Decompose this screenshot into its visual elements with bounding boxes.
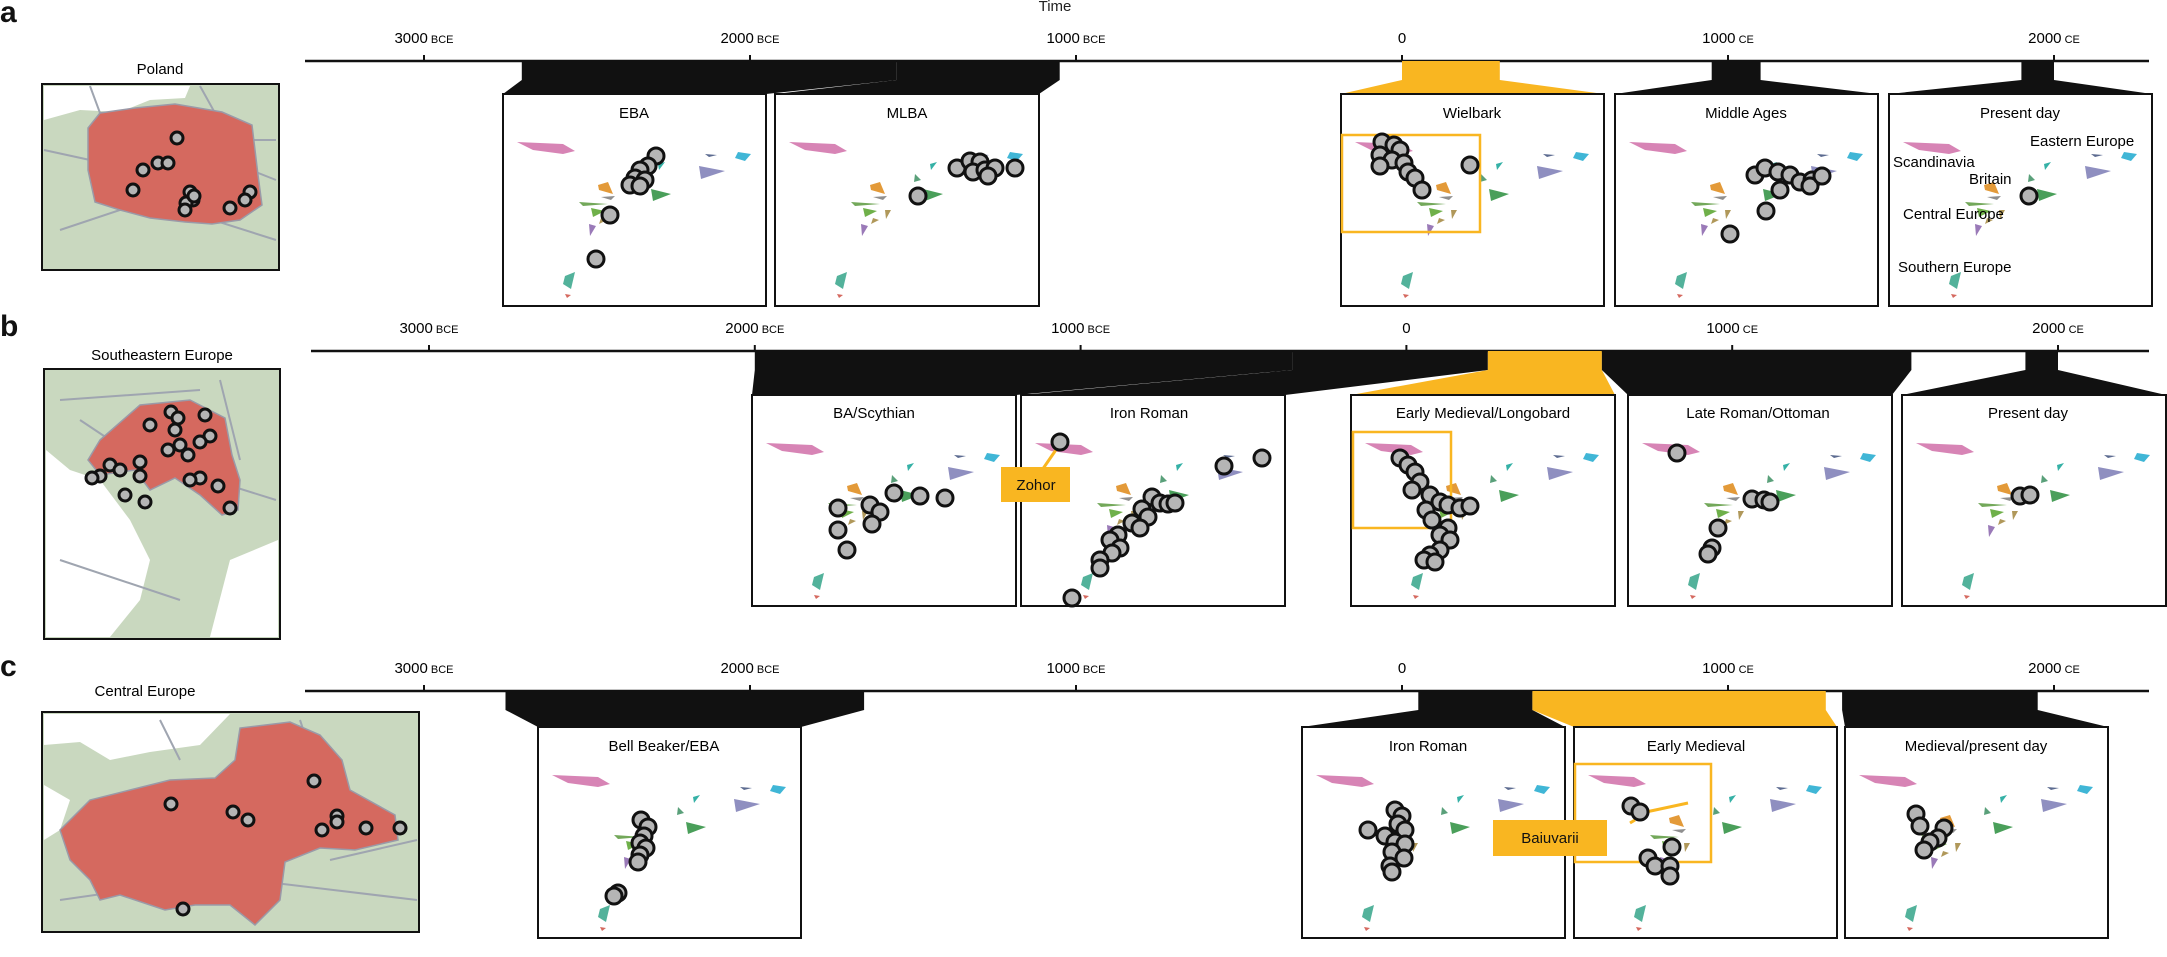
period-wedge — [1615, 61, 1878, 94]
period-label-wielbark: Wielbark — [1443, 105, 1502, 122]
region-map-c — [41, 711, 420, 933]
axis-tick-label: 2000 CE — [2032, 320, 2084, 337]
axis-tick-label: 1000 BCE — [1046, 660, 1105, 677]
period-label-iron-roman-c: Iron Roman — [1389, 738, 1467, 755]
legend-southern-europe: Southern Europe — [1898, 259, 2011, 276]
panel-a: a Poland 3000 BCE 2000 BCE 1000 BCE 0 1000 C… — [0, 0, 2153, 307]
period-wedge — [503, 61, 897, 94]
legend-scandinavia: Scandinavia — [1893, 154, 1975, 171]
callout-baiuvarii: Baiuvarii — [1521, 830, 1579, 847]
period-wedges-a — [503, 61, 2152, 94]
period-box-medieval-present-day: Medieval/present day — [1844, 726, 2109, 939]
axis-tick-label: 2000 BCE — [720, 660, 779, 677]
period-box-iron-roman-c: Iron Roman — [1301, 726, 1566, 939]
period-label-early-medieval-c: Early Medieval — [1647, 738, 1745, 755]
axis-tick-label: 3000 BCE — [399, 320, 458, 337]
period-wedge — [1021, 351, 1488, 395]
period-wedge — [775, 61, 1060, 94]
timeline-axis-a: 3000 BCE 2000 BCE 1000 BCE 0 1000 CE 2000 CE — [305, 30, 2149, 63]
period-label-present-day-a: Present day — [1980, 105, 2061, 122]
region-title-c: Central Europe — [95, 683, 196, 700]
callout-box-zohor — [1001, 467, 1070, 502]
timeline-axis-c: 3000 BCE 2000 BCE 1000 BCE 0 1000 CE 2000 CE — [305, 660, 2149, 693]
period-label-ba-scythian: BA/Scythian — [833, 405, 915, 422]
timeline-axis-b: 3000 BCE 2000 BCE 1000 BCE 0 1000 CE 2000 CE — [311, 320, 2149, 353]
period-label-early-medieval-longobard: Early Medieval/Longobard — [1396, 405, 1570, 422]
highlight-box-wielbark — [1340, 133, 1482, 234]
period-box-ba-scythian: BA/Scythian — [751, 394, 1017, 607]
axis-tick-label: 1000 BCE — [1046, 30, 1105, 47]
panel-letter-a: a — [0, 0, 17, 29]
region-title-a: Poland — [137, 61, 184, 78]
period-wedge — [1601, 351, 1912, 395]
period-box-present-day-a: Present day Eastern Europe Scandinavia B… — [1888, 93, 2153, 307]
axis-tick-label: 1000 CE — [1702, 30, 1754, 47]
axis-tick-label: 1000 CE — [1706, 320, 1758, 337]
axis-tick-label: 2000 CE — [2028, 660, 2080, 677]
period-label-medieval-present-day: Medieval/present day — [1905, 738, 2048, 755]
axis-tick-label: 3000 BCE — [394, 30, 453, 47]
period-wedge — [505, 691, 865, 727]
legend-britain: Britain — [1969, 171, 2012, 188]
period-box-bell-beaker-eba: Bell Beaker/EBA — [537, 726, 802, 939]
period-box-eba: EBA — [502, 93, 767, 307]
period-label-middle-ages: Middle Ages — [1705, 105, 1787, 122]
axis-tick-label: 0 — [1398, 660, 1406, 677]
period-wedge — [1842, 691, 2108, 727]
axis-tick-label: 3000 BCE — [394, 660, 453, 677]
period-box-early-medieval-longobard: Early Medieval/Longobard — [1350, 394, 1616, 607]
region-map-a — [41, 83, 280, 271]
period-label-present-day-b: Present day — [1988, 405, 2069, 422]
legend-eastern-europe: Eastern Europe — [2030, 133, 2134, 150]
callout-box-baiuvarii — [1493, 820, 1607, 856]
period-label-iron-roman-b: Iron Roman — [1110, 405, 1188, 422]
period-wedge — [1302, 691, 1565, 727]
axis-tick-label: 0 — [1398, 30, 1406, 47]
axis-tick-label: 2000 BCE — [720, 30, 779, 47]
period-box-late-roman-ottoman: Late Roman/Ottoman — [1627, 394, 1893, 607]
panel-letter-c: c — [0, 650, 17, 683]
axis-title: Time — [1039, 0, 1072, 15]
panel-letter-b: b — [0, 310, 18, 343]
axis-tick-label: 2000 BCE — [725, 320, 784, 337]
period-label-eba: EBA — [619, 105, 649, 122]
region-title-b: Southeastern Europe — [91, 347, 233, 364]
panel-b: b Southeastern Europe 3000 BCE 2000 BCE 10… — [0, 310, 2167, 640]
panel-c: c Central Europe 3000 BCE 2000 BCE 1000 BC… — [0, 650, 2149, 939]
period-box-wielbark: Wielbark — [1340, 93, 1605, 307]
period-wedge — [1902, 351, 2166, 395]
period-box-iron-roman-b: Iron Roman Zohor — [1001, 394, 1286, 608]
period-wedge — [1341, 61, 1604, 94]
period-wedge — [1351, 351, 1615, 395]
period-wedge — [752, 351, 1293, 395]
region-map-b — [43, 368, 281, 640]
period-wedges-c — [505, 691, 2108, 727]
highlight-box-longobard — [1351, 430, 1453, 530]
period-label-late-roman-ottoman: Late Roman/Ottoman — [1686, 405, 1829, 422]
axis-tick-label: 1000 CE — [1702, 660, 1754, 677]
period-label-bell-beaker-eba: Bell Beaker/EBA — [609, 738, 720, 755]
period-label-mlba: MLBA — [887, 105, 928, 122]
legend-central-europe: Central Europe — [1903, 206, 2004, 223]
period-wedges-b — [752, 351, 2166, 395]
period-box-early-medieval-c: Early Medieval Baiuvarii — [1493, 726, 1838, 939]
period-box-middle-ages: Middle Ages — [1614, 93, 1879, 307]
axis-tick-label: 0 — [1402, 320, 1410, 337]
period-wedge — [1889, 61, 2152, 94]
period-box-mlba: MLBA — [774, 93, 1040, 307]
period-wedge — [1532, 691, 1837, 727]
callout-zohor: Zohor — [1016, 477, 1055, 494]
axis-tick-label: 2000 CE — [2028, 30, 2080, 47]
axis-tick-label: 1000 BCE — [1051, 320, 1110, 337]
period-box-present-day-b: Present day — [1901, 394, 2167, 607]
